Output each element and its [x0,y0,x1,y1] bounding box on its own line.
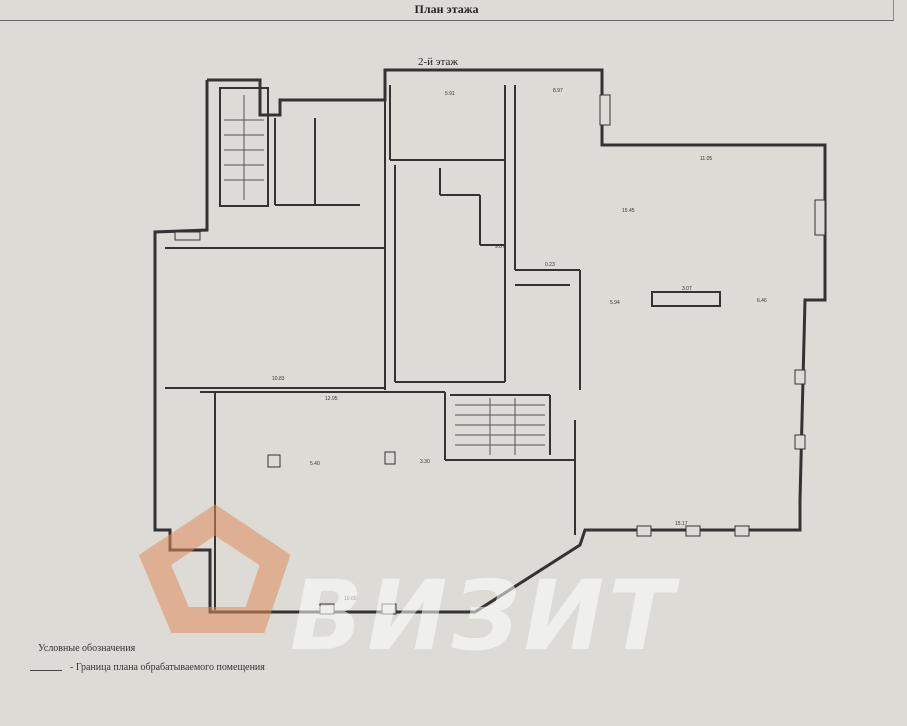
svg-text:0.23: 0.23 [545,262,555,268]
watermark-logo: ВИЗИТ [290,560,678,672]
svg-text:3.30: 3.30 [420,459,430,465]
svg-text:5.91: 5.91 [445,91,455,97]
dimension-labels: 5.91 8.97 15.45 11.05 10.83 12.95 9.87 0… [272,88,767,602]
title-bar: План этажа [0,0,894,21]
floor-label: 2-й этаж [418,56,458,68]
svg-text:6.46: 6.46 [757,298,767,304]
logo-mark [138,504,291,633]
svg-text:15.17: 15.17 [675,521,688,527]
svg-text:10.83: 10.83 [272,376,285,382]
svg-text:5.40: 5.40 [310,461,320,467]
svg-text:8.97: 8.97 [553,88,563,94]
legend-heading: Условные обозначения [38,643,136,654]
svg-text:12.95: 12.95 [325,396,338,402]
svg-text:3.07: 3.07 [682,286,692,292]
legend-line-sample [30,670,62,671]
plan-title: План этажа [414,2,479,16]
svg-text:11.05: 11.05 [700,156,712,162]
svg-text:15.45: 15.45 [622,208,635,214]
svg-text:10.60: 10.60 [344,596,357,602]
svg-text:9.87: 9.87 [495,244,505,250]
svg-text:5.94: 5.94 [610,300,620,306]
legend-item: - Граница плана обрабатываемого помещени… [70,662,265,673]
